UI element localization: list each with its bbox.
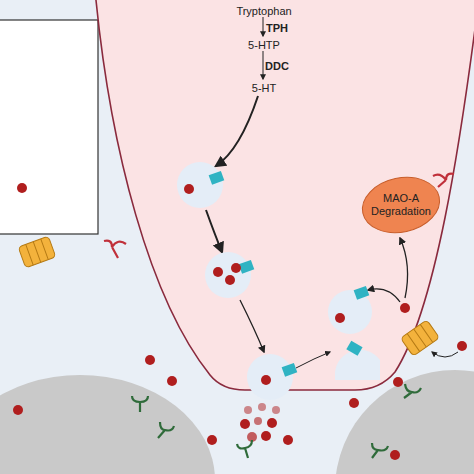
presynaptic-receptors [104,174,454,258]
mao-a-enzyme: MAO-A Degradation [360,176,442,234]
presynaptic-neuron: TryptophanTPH 5-HTP DDC 5-HT MAO-A Degradati… [90,0,474,400]
vesicle [205,252,251,298]
fusing-vesicle [335,350,380,380]
postsynaptic-cell [0,375,215,474]
vesicle [177,162,223,208]
enzyme-label: DDC [265,60,289,73]
vesicle-transporter [209,171,370,377]
serotonin-molecules [13,183,467,460]
vesicles [177,162,380,400]
node-label: Tryptophan [236,5,291,18]
vesicle [247,354,293,400]
serotonin-transporters [18,236,439,356]
node-label: 5-HT [252,82,276,95]
vesicle [328,290,372,334]
postsynaptic-receptors [132,384,421,458]
legend-box [0,20,98,234]
enzyme-label: TPH [266,22,288,35]
pathway-arrows [206,17,458,368]
node-label: MAO-A Degradation [365,192,437,218]
node-label: 5-HTP [248,39,280,52]
